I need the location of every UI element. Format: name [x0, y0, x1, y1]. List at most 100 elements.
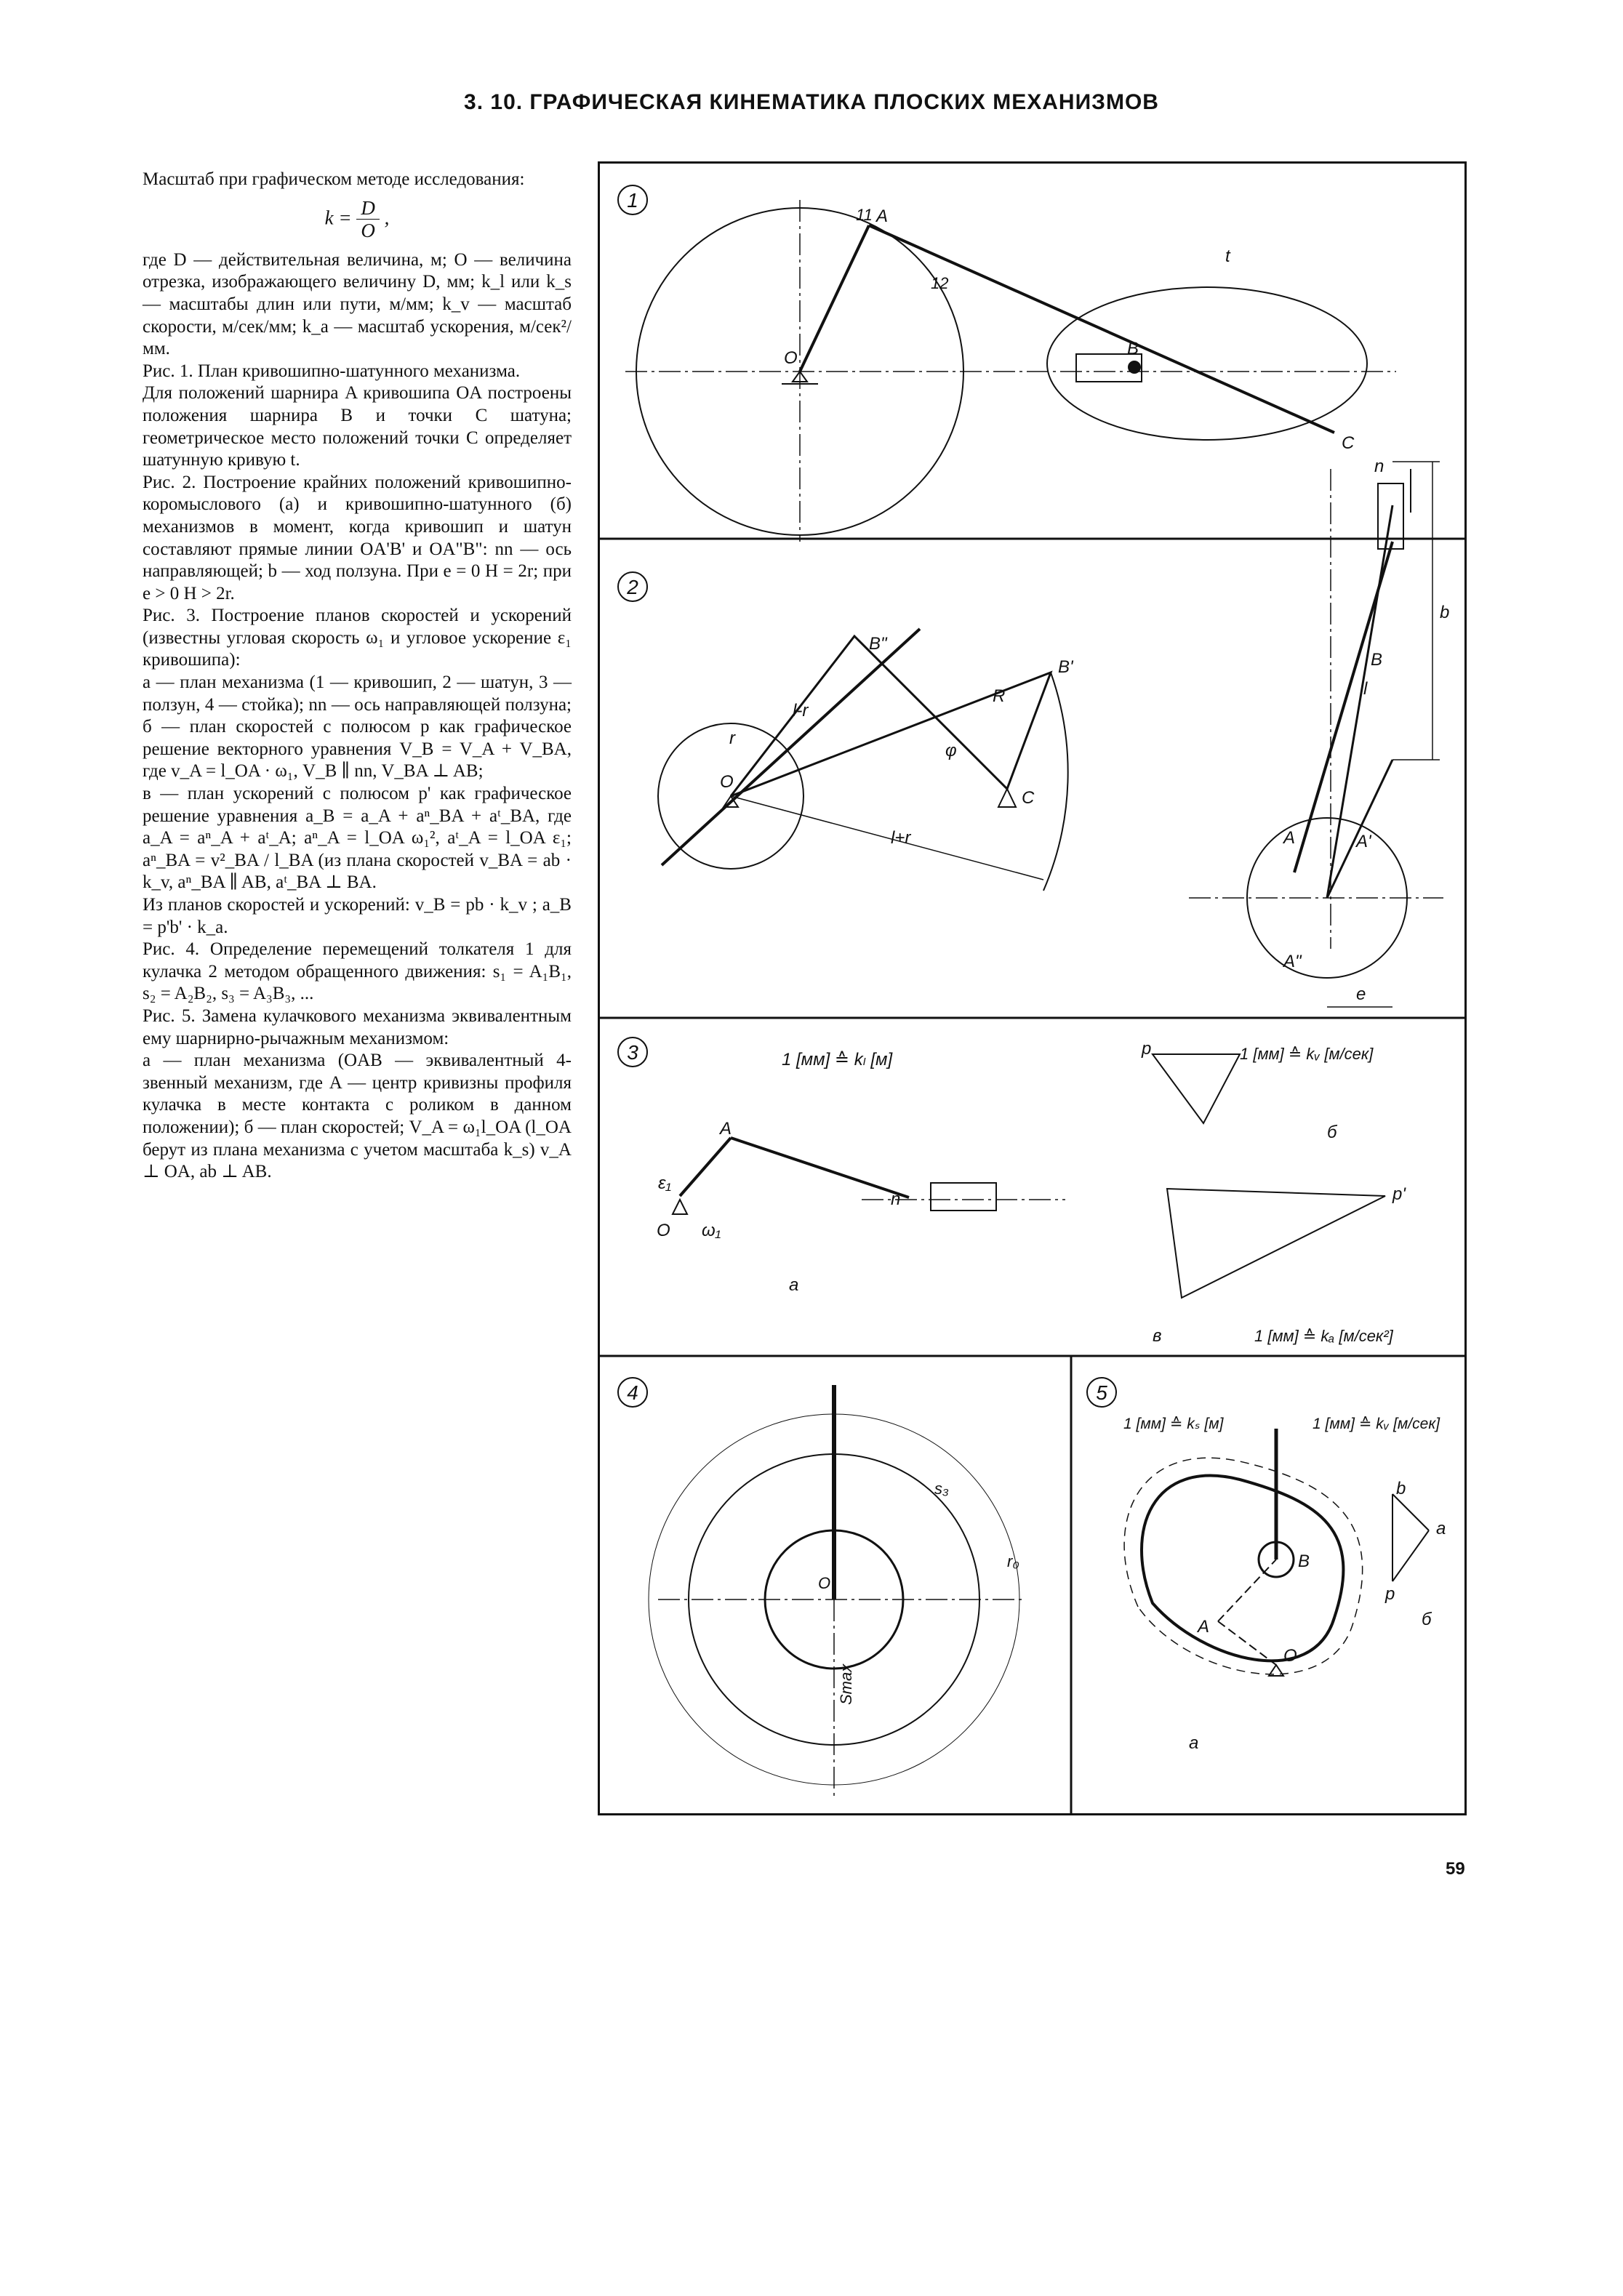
- label-A-dprime: A": [1282, 952, 1302, 971]
- label-B-2b: B: [1371, 650, 1382, 670]
- label-B-dprime: B": [869, 634, 888, 654]
- label-p-5: p: [1384, 1584, 1395, 1604]
- panel-5-diagram: 5 1 [мм] ≙ kₛ [м] 1 [мм] ≙ kᵥ [м/сек] B …: [1086, 1377, 1446, 1753]
- scale-s: 1 [мм] ≙ kₛ [м]: [1123, 1416, 1225, 1432]
- definitions-text: где D — действительная величина, м; O — …: [143, 249, 572, 359]
- label-b-5: b: [1396, 1479, 1406, 1498]
- caption-column: Масштаб при графическом методе исследова…: [143, 169, 572, 1184]
- coupler-curve: [1046, 286, 1368, 441]
- label-B-5: B: [1298, 1552, 1310, 1571]
- label-11: 11: [856, 206, 873, 224]
- fig1-caption: Рис. 1. План кривошипно-шатунного механи…: [143, 361, 521, 381]
- velocity-vA: [1392, 1530, 1430, 1582]
- velocity-ab: [1392, 1493, 1430, 1531]
- panel-4-number-circle: [617, 1377, 648, 1408]
- label-r0: r₀: [1007, 1552, 1019, 1570]
- label-omega1: ω₁: [702, 1221, 721, 1240]
- fig2-caption: Рис. 2. Построение крайних положений кри…: [143, 472, 572, 603]
- label-O-5: O: [1283, 1646, 1297, 1666]
- label-A-5: A: [1196, 1617, 1209, 1637]
- fig3-tail-text: Из планов скоростей и ускорений: v_B = p…: [143, 895, 572, 937]
- connecting-rod-2b: [1293, 541, 1394, 873]
- figure-svg: 1 O A B C t 11 12 2: [600, 185, 1464, 1813]
- formula-tail: ,: [384, 206, 390, 228]
- ground-C: [997, 787, 1017, 808]
- panel-5-number-circle: [1086, 1377, 1117, 1408]
- figure-frame: 1 O A B C t 11 12 2: [598, 161, 1467, 1815]
- panel-5-number: 5: [1096, 1381, 1107, 1404]
- roller-path-5: [1123, 1457, 1363, 1675]
- label-A-2b: A: [1282, 828, 1295, 848]
- label-O-3: O: [657, 1221, 670, 1240]
- panel-3-number-circle: [617, 1037, 648, 1067]
- label-R: R: [993, 686, 1005, 706]
- panel-4-number: 4: [627, 1381, 638, 1404]
- label-plan-a: а: [789, 1275, 798, 1295]
- slider-block: [1075, 353, 1142, 382]
- label-phi: φ: [945, 741, 957, 760]
- crank-circle-2a: [657, 723, 804, 870]
- label-plan-v: в: [1153, 1326, 1162, 1346]
- label-p: p: [1141, 1039, 1151, 1059]
- label-plan-a-5: а: [1189, 1733, 1198, 1753]
- label-l-r: l-r: [793, 701, 809, 720]
- label-s3: s₃: [934, 1480, 949, 1498]
- fig1-body: Для положений шарнира A кривошипа OA пос…: [143, 383, 572, 470]
- scale-length: 1 [мм] ≙ kₗ [м]: [782, 1050, 893, 1069]
- panel-3-number: 3: [627, 1041, 638, 1064]
- ground-O-2a: [722, 795, 740, 808]
- four-bar-links: [729, 634, 1053, 798]
- panel-4-diagram: 4 O Smax r₀ s₃: [617, 1377, 1022, 1799]
- formula-denominator: O: [361, 220, 375, 242]
- fig4-caption: Рис. 4. Определение перемещений толкател…: [143, 939, 572, 1004]
- scale-formula: k = D O ,: [143, 197, 572, 242]
- line-lpr: [730, 795, 1044, 880]
- cam-profile-5: [1140, 1474, 1345, 1663]
- pin-B: [1128, 361, 1141, 374]
- label-A-prime: A': [1355, 832, 1372, 851]
- label-O2: O: [720, 772, 734, 792]
- fig5-caption: Рис. 5. Замена кулачкового механизма экв…: [143, 1005, 572, 1048]
- page-title: 3. 10. ГРАФИЧЕСКАЯ КИНЕМАТИКА ПЛОСКИХ МЕ…: [464, 90, 1159, 114]
- slider-2b: [1377, 483, 1404, 550]
- label-B: B: [1127, 339, 1139, 358]
- ground-O-3: [671, 1197, 689, 1215]
- label-p-prime: p': [1392, 1184, 1406, 1204]
- scale-v-5: 1 [мм] ≙ kᵥ [м/сек]: [1313, 1416, 1440, 1432]
- connecting-rod: [868, 224, 1335, 434]
- acceleration-plan: [1166, 1187, 1386, 1299]
- crank-OA: [798, 225, 870, 372]
- scale-velocity: 1 [мм] ≙ kᵥ [м/сек]: [1240, 1045, 1374, 1063]
- label-a-5: a: [1436, 1519, 1446, 1538]
- label-smax: Smax: [837, 1663, 855, 1705]
- panel-1-diagram: 1 O A B C t 11 12: [617, 185, 1396, 542]
- label-t: t: [1225, 246, 1231, 266]
- slider-3: [930, 1182, 997, 1211]
- ground-support: [782, 370, 818, 385]
- crank-1: [678, 1136, 732, 1197]
- fig3-v-text: в — план ускорений с полюсом p' как граф…: [143, 784, 572, 893]
- rod-2: [730, 1136, 910, 1199]
- label-A: A: [875, 206, 888, 226]
- label-e: e: [1356, 984, 1366, 1004]
- link-AB: [1217, 1559, 1277, 1622]
- panel-2-number: 2: [626, 576, 638, 598]
- formula-fraction: D O: [356, 197, 380, 242]
- label-n: n: [1374, 457, 1384, 476]
- line-OA-B-bottom: [1326, 759, 1394, 899]
- label-C2: C: [1022, 788, 1035, 808]
- label-l+r: l+r: [891, 828, 911, 848]
- label-12: 12: [931, 274, 948, 292]
- label-plan-b-5: б: [1422, 1610, 1432, 1629]
- fig3-caption: Рис. 3. Построение планов скоростей и ус…: [143, 606, 572, 670]
- rocker-arc: [1043, 672, 1069, 891]
- panel-2-number-circle: [617, 571, 648, 602]
- panel-3-diagram: 3 1 [мм] ≙ kₗ [м] A O n ε₁ ω₁ а 1 [мм] ≙…: [617, 1037, 1406, 1346]
- ground-O-5: [1267, 1663, 1285, 1677]
- formula-lhs: k =: [324, 206, 352, 228]
- label-C: C: [1342, 433, 1355, 453]
- velocity-plan: [1151, 1053, 1241, 1125]
- label-A-3: A: [718, 1119, 732, 1139]
- page-number: 59: [1446, 1859, 1465, 1879]
- label-plan-b: б: [1327, 1123, 1338, 1142]
